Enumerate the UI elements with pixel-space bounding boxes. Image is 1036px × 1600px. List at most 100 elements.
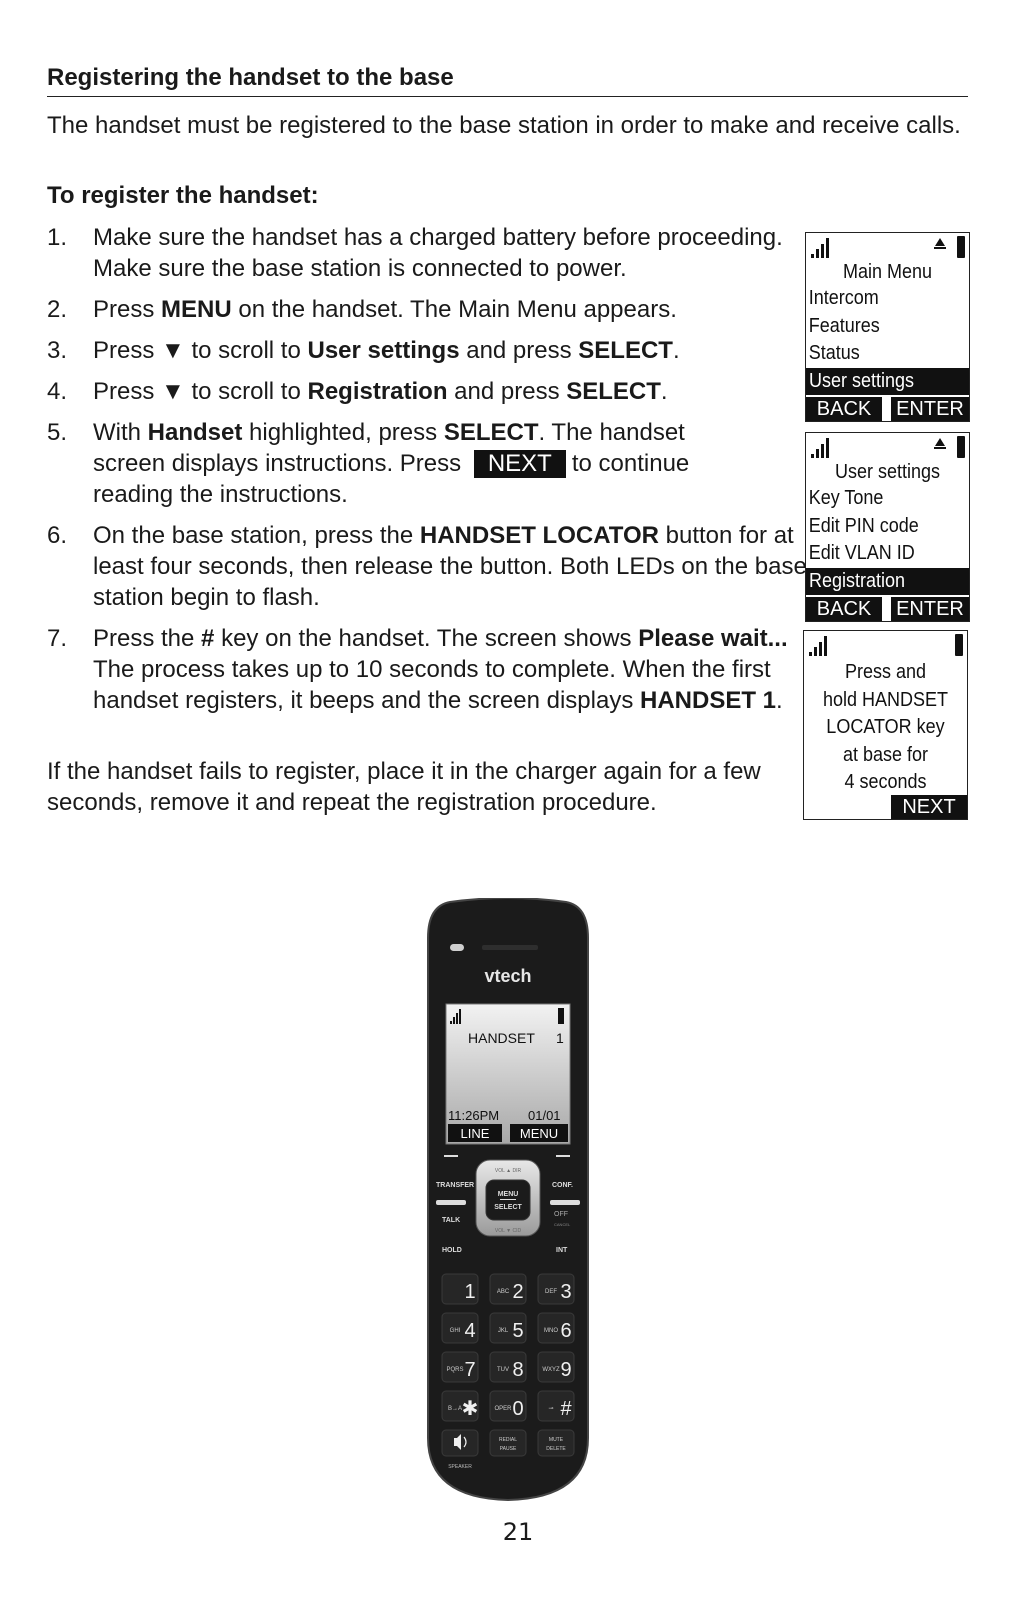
battery-icon <box>955 634 963 656</box>
step-7: 7. Press the # key on the handset. The s… <box>47 623 817 716</box>
battery-icon <box>957 436 965 458</box>
battery-icon <box>957 236 965 258</box>
step-emphasis: Handset <box>147 419 243 446</box>
next-softkey-label: NEXT <box>473 450 566 478</box>
screen-signal-icon <box>450 1009 461 1024</box>
instruction-line: 4 seconds <box>844 771 927 793</box>
screen-title: User settings <box>834 461 941 483</box>
menu-label: MENU <box>498 1191 519 1198</box>
keypad-digit: 4 <box>464 1320 475 1342</box>
intro-paragraph: The handset must be registered to the ba… <box>47 112 961 139</box>
instruction-line: at base for <box>842 743 929 766</box>
step-number: 2. <box>47 296 68 323</box>
keypad-letters: TUV <box>497 1367 509 1373</box>
mute-delete-key <box>537 1429 575 1457</box>
cancel-label: CANCEL <box>554 1222 571 1227</box>
steps-list: 1. Make sure the handset has a charged b… <box>47 222 817 726</box>
step-6: 6. On the base station, press the HANDSE… <box>47 520 817 613</box>
step-1: 1. Make sure the handset has a charged b… <box>47 222 817 284</box>
menu-item-intercom: Intercom <box>808 287 879 309</box>
menu-item-registration-highlighted: Registration <box>806 567 969 595</box>
step-text: . <box>776 687 783 714</box>
step-emphasis: User settings <box>307 337 460 364</box>
keypad-key <box>537 1390 575 1422</box>
off-label: OFF <box>554 1211 568 1218</box>
keypad-letters: OPER <box>494 1406 512 1412</box>
signal-icon <box>811 438 829 458</box>
step-text: key on the handset. The screen shows <box>214 625 639 652</box>
keypad-letters: MNO <box>544 1328 558 1334</box>
off-key <box>550 1200 580 1205</box>
menu-item-status: Status <box>808 342 860 364</box>
back-softkey: BACK <box>806 597 882 621</box>
step-text: Press ▼ to scroll to <box>93 337 308 364</box>
keypad-digit: 1 <box>464 1281 475 1303</box>
transfer-label: TRANSFER <box>436 1182 474 1189</box>
step-text: On the base station, press the <box>93 522 420 549</box>
enter-softkey: ENTER <box>891 397 969 421</box>
step-emphasis: Please wait... <box>638 625 788 652</box>
step-text: . <box>672 337 680 364</box>
step-number: 7. <box>47 625 68 652</box>
page-number: 21 <box>502 1518 534 1546</box>
delete-label: DELETE <box>546 1446 566 1452</box>
screen-battery-icon <box>558 1008 564 1024</box>
next-softkey: NEXT <box>891 795 967 819</box>
closing-paragraph: If the handset fails to register, place … <box>47 758 761 816</box>
step-text: on the handset. The Main Menu appears. <box>231 296 677 323</box>
keypad-key <box>441 1273 479 1305</box>
menu-item-label: User settings <box>809 369 915 392</box>
softkey-menu: MENU <box>520 1126 558 1141</box>
talk-key <box>436 1200 466 1205</box>
keypad-key <box>441 1312 479 1344</box>
instruction-line: Press and <box>844 661 927 683</box>
redial-label: REDIAL <box>499 1437 517 1443</box>
pause-label: PAUSE <box>500 1446 517 1452</box>
step-text: Make sure the handset has a charged batt… <box>93 224 783 282</box>
keypad-digit: 9 <box>560 1359 571 1381</box>
keypad-key <box>489 1273 527 1305</box>
keypad-key <box>537 1351 575 1383</box>
step-text: . <box>660 378 668 405</box>
select-label: SELECT <box>494 1204 522 1211</box>
handset-illustration: vtech HANDSET 1 11:26PM 01/01 LINE MENU … <box>427 898 589 1502</box>
step-text: The process takes up to 10 seconds to co… <box>93 656 771 714</box>
procedure-subheading: To register the handset: <box>47 182 319 209</box>
enter-softkey: ENTER <box>891 597 969 621</box>
keypad-digit: 6 <box>560 1320 571 1342</box>
step-emphasis: Registration <box>307 378 448 405</box>
ringer-icon <box>934 238 946 249</box>
step-number: 3. <box>47 337 68 364</box>
keypad-key <box>441 1390 479 1422</box>
talk-label: TALK <box>442 1217 460 1224</box>
step-emphasis: SELECT <box>566 378 661 405</box>
keypad-letters: ABC <box>497 1289 510 1295</box>
softkey-menu-bg <box>510 1124 568 1142</box>
step-text: Press the <box>93 625 202 652</box>
vol-down-label: VOL ▼ CID <box>495 1228 522 1234</box>
step-text: and press <box>459 337 579 364</box>
signal-icon <box>811 238 829 258</box>
step-number: 6. <box>47 522 68 549</box>
keypad-letters: DEF <box>545 1289 557 1295</box>
menu-item-label: Registration <box>809 569 906 592</box>
menu-item-user-settings-highlighted: User settings <box>806 367 969 395</box>
step-emphasis: # <box>201 625 215 652</box>
conf-label: CONF. <box>552 1182 573 1189</box>
keypad-key <box>489 1351 527 1383</box>
section-heading: Registering the handset to the base <box>47 64 968 97</box>
screen-date: 01/01 <box>528 1108 561 1123</box>
step-text: to continue reading the instructions. <box>93 450 690 508</box>
softkey-line-bg <box>448 1124 502 1142</box>
left-softkey-button <box>444 1155 458 1157</box>
menu-item-features: Features <box>808 314 880 337</box>
keypad-letters: PQRS <box>446 1367 463 1373</box>
keypad-digit: 2 <box>512 1281 523 1303</box>
step-emphasis: HANDSET LOCATOR <box>419 522 659 549</box>
menu-item-edit-pin: Edit PIN code <box>808 514 919 537</box>
keypad-digit: 0 <box>512 1398 523 1420</box>
signal-icon <box>809 636 827 656</box>
step-emphasis: MENU <box>161 296 232 323</box>
step-text: . The handset screen displays instructio… <box>93 419 685 477</box>
